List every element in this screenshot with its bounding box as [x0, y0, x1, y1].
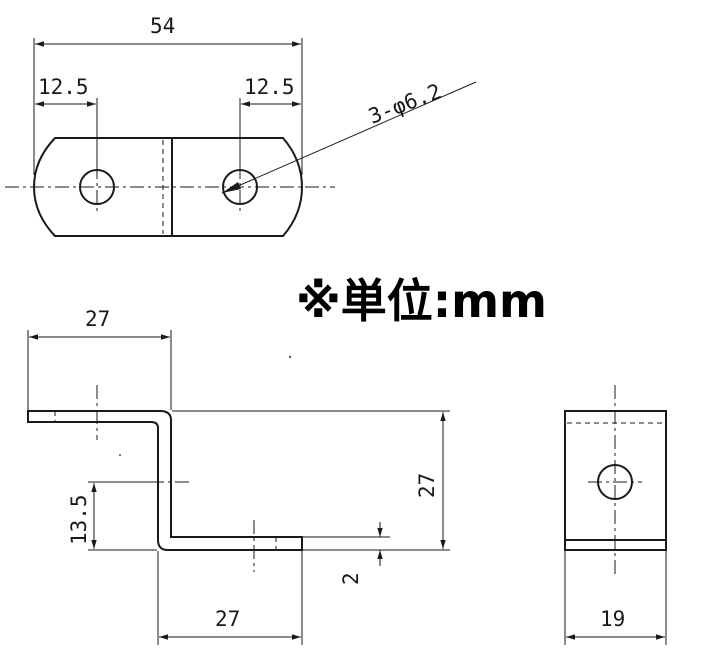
unit-note: ※単位:mm — [296, 274, 547, 328]
front-view-profile — [27, 410, 303, 551]
hole-leader-line — [221, 81, 477, 194]
top-view: 54 12.5 12.5 3-φ6.2 — [5, 14, 477, 237]
dim-top-width: 54 — [150, 14, 175, 38]
dim-front-step: 13.5 — [67, 494, 91, 545]
dim-side-width: 19 — [600, 607, 625, 631]
dim-front-height: 27 — [415, 473, 439, 498]
dim-front-thickness: 2 — [339, 572, 363, 585]
hole-leader-arrow — [222, 182, 241, 193]
side-view: 19 — [564, 385, 667, 645]
stray-dot — [288, 355, 292, 359]
dim-front-bottom-length: 27 — [215, 607, 240, 631]
dim-top-right-offset: 12.5 — [244, 75, 295, 99]
dim-front-top-length: 27 — [85, 307, 110, 331]
front-view: 27 27 13.5 2 27 — [27, 307, 450, 645]
hole-callout: 3-φ6.2 — [365, 79, 444, 129]
stray-dot — [119, 454, 121, 456]
dim-top-left-offset: 12.5 — [38, 75, 89, 99]
top-view-outline — [32, 137, 304, 237]
